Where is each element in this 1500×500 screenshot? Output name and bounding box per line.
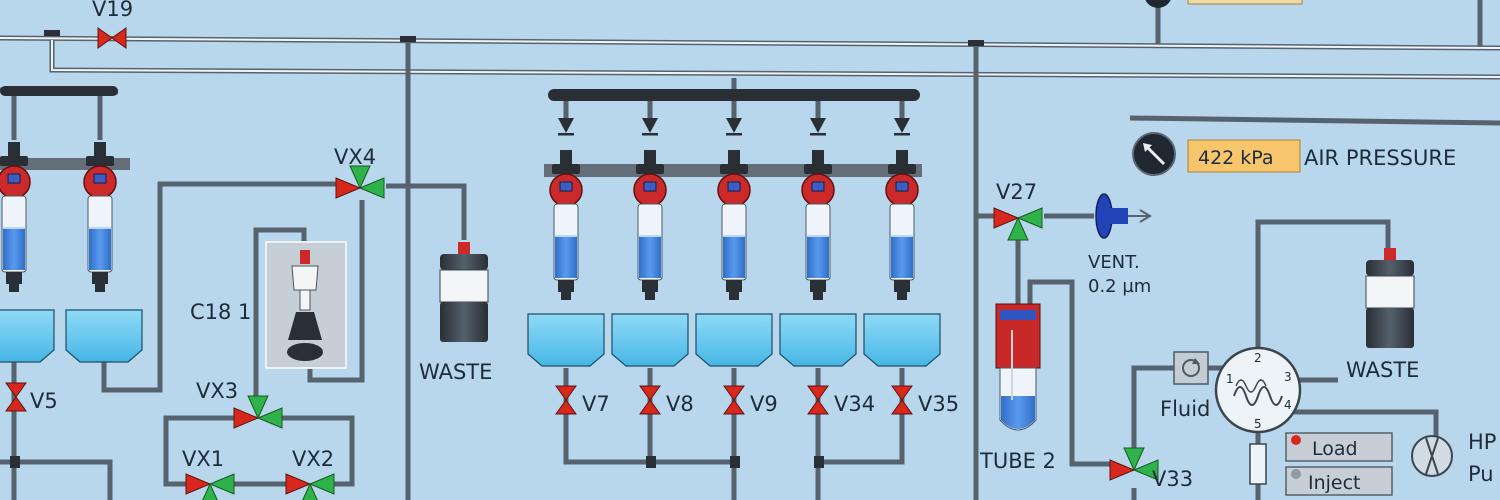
valve-v34-label: V34 [834, 392, 875, 416]
air-pressure-gauge [1132, 132, 1176, 176]
hp-label-line1: HP [1468, 430, 1496, 454]
center-checks [558, 118, 910, 136]
valve-v9[interactable] [723, 385, 745, 415]
tube-2[interactable] [995, 303, 1041, 431]
reservoir-1 [527, 313, 605, 367]
port-1: 1 [1226, 372, 1234, 386]
valve-vx3[interactable] [233, 395, 283, 429]
valve-vx2[interactable] [285, 473, 335, 500]
waste-left-label: WASTE [419, 360, 492, 384]
valve-v19[interactable] [97, 27, 127, 49]
column-3[interactable] [717, 149, 751, 301]
valve-vx1[interactable] [185, 473, 235, 500]
vent-filter-size: 0.2 µm [1088, 276, 1151, 297]
port-5: 5 [1254, 417, 1262, 431]
waste-right-label: WASTE [1346, 358, 1419, 382]
valve-vx3-label: VX3 [196, 379, 238, 403]
valve-v5[interactable] [5, 382, 27, 412]
valve-v33[interactable] [1109, 447, 1159, 481]
reservoir-4 [779, 313, 857, 367]
tube-label: TUBE 2 [979, 449, 1056, 473]
center-manifold [548, 89, 920, 101]
waste-bottle-left [439, 241, 489, 343]
valve-vx4-label: VX4 [334, 145, 376, 169]
valve-v35-label: V35 [918, 392, 959, 416]
column-left-1[interactable] [0, 141, 31, 293]
valve-v34[interactable] [807, 385, 829, 415]
air-pressure-label: AIR PRESSURE [1304, 146, 1456, 170]
valve-vx1-label: VX1 [182, 447, 224, 471]
port-2: 2 [1254, 351, 1262, 365]
reservoir-3 [695, 313, 773, 367]
fluid-button[interactable] [1173, 351, 1209, 385]
c18-label: C18 1 [190, 300, 251, 324]
valve-v33-label: V33 [1152, 467, 1193, 491]
valve-v8[interactable] [639, 385, 661, 415]
hp-pump-icon[interactable] [1411, 435, 1453, 477]
column-left-2[interactable] [83, 141, 117, 293]
check-valve-3 [726, 118, 742, 136]
top-readout-partial [1187, 0, 1303, 5]
valve-vx2-label: VX2 [292, 447, 334, 471]
valve-v35[interactable] [891, 385, 913, 415]
fluid-label: Fluid [1160, 397, 1210, 421]
vent-filter[interactable] [1095, 193, 1152, 239]
vent-label: VENT. [1088, 252, 1140, 273]
air-pressure-value: 422 kPa [1198, 147, 1274, 169]
air-pressure-readout-box [1187, 139, 1301, 173]
reservoir-left-1 [0, 309, 55, 363]
left-manifold [0, 86, 118, 96]
c18-cartridge[interactable] [265, 241, 347, 369]
valve-v9-label: V9 [750, 392, 778, 416]
inject-button[interactable]: Inject [1285, 466, 1393, 496]
check-valve-4 [810, 118, 826, 136]
waste-bottle-right [1365, 247, 1415, 349]
valve-v7-label: V7 [582, 392, 610, 416]
valve-v7[interactable] [555, 385, 577, 415]
port-3: 3 [1284, 370, 1292, 384]
reservoir-2 [611, 313, 689, 367]
valve-v19-label: V19 [92, 0, 133, 21]
reservoir-5 [863, 313, 941, 367]
check-valve-5 [894, 118, 910, 136]
pipe-junctions [10, 30, 984, 468]
top-gauge-partial [1145, 0, 1171, 8]
column-4[interactable] [801, 149, 835, 301]
column-1[interactable] [549, 149, 583, 301]
injection-valve[interactable]: 1 2 3 4 5 [1214, 346, 1302, 485]
load-button[interactable]: Load [1285, 432, 1393, 462]
valve-v27[interactable] [993, 207, 1043, 241]
check-valve-2 [642, 118, 658, 136]
valve-vx4[interactable] [335, 165, 385, 199]
hp-label-line2: Pu [1468, 462, 1494, 486]
valve-v27-label: V27 [996, 180, 1037, 204]
column-5[interactable] [885, 149, 919, 301]
valve-v8-label: V8 [666, 392, 694, 416]
check-valve-1 [558, 118, 574, 136]
inject-button-label: Inject [1308, 472, 1361, 494]
reservoir-left-2 [65, 309, 143, 363]
valve-v5-label: V5 [30, 389, 58, 413]
port-4: 4 [1284, 398, 1292, 412]
load-button-label: Load [1312, 438, 1358, 460]
column-2[interactable] [633, 149, 667, 301]
